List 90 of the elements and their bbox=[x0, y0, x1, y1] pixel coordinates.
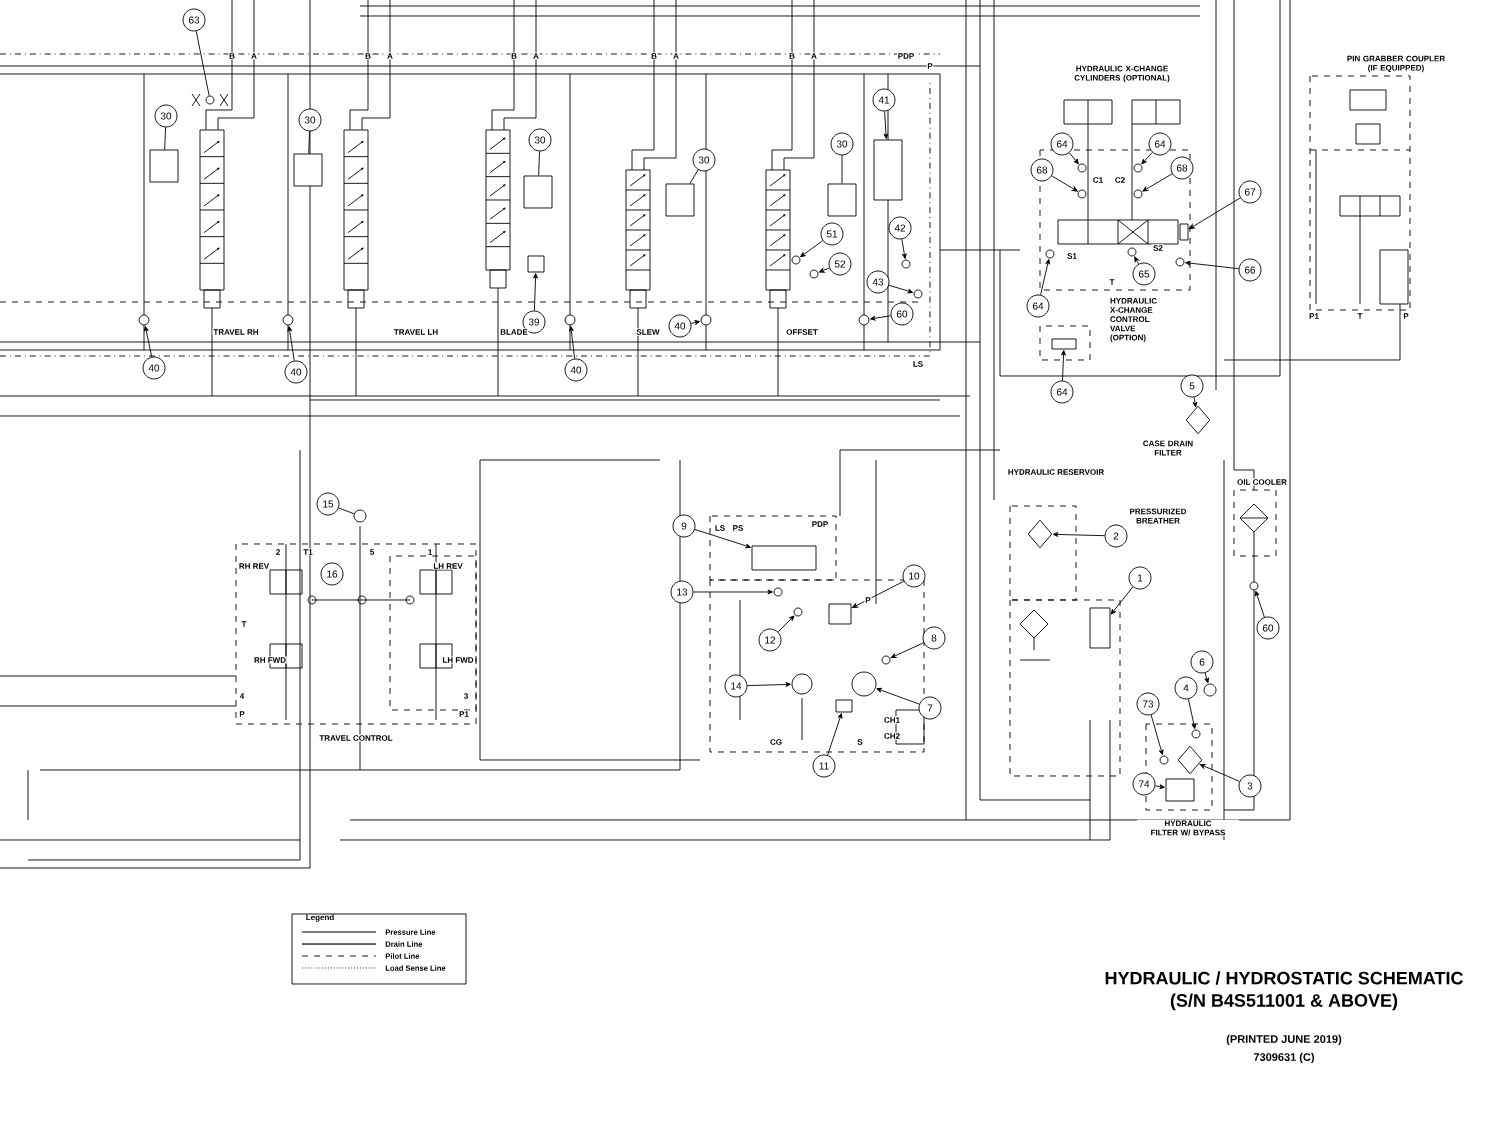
component-label: (S/N B4S511001 & ABOVE) bbox=[1169, 992, 1399, 1012]
port-symbol bbox=[913, 289, 923, 299]
leader-line bbox=[1192, 396, 1198, 408]
port-symbol bbox=[138, 314, 150, 326]
leader-line bbox=[1189, 197, 1241, 230]
leader-line bbox=[538, 151, 541, 176]
leader-line bbox=[883, 110, 889, 139]
leader-line bbox=[870, 315, 892, 321]
leader-line bbox=[890, 642, 925, 659]
leader-line bbox=[308, 131, 310, 154]
valve-symbol bbox=[665, 183, 695, 217]
leader-line bbox=[1110, 586, 1134, 615]
leader-line bbox=[1051, 175, 1078, 192]
port-symbol bbox=[1045, 249, 1055, 259]
leader-line bbox=[841, 155, 843, 184]
leader-line bbox=[143, 326, 153, 358]
port-symbol bbox=[858, 314, 870, 326]
leader-line bbox=[818, 267, 830, 273]
leader-line bbox=[1150, 714, 1164, 756]
valve-symbol bbox=[527, 255, 545, 273]
leader-line bbox=[693, 589, 773, 595]
leader-line bbox=[338, 507, 355, 515]
valve-symbol bbox=[1089, 607, 1111, 649]
port-symbol bbox=[1133, 163, 1143, 173]
valve-symbol bbox=[1051, 338, 1077, 350]
port-symbol bbox=[205, 95, 215, 105]
port-symbol bbox=[1203, 683, 1217, 697]
port-symbol bbox=[1175, 257, 1185, 267]
leader-line bbox=[1199, 763, 1240, 782]
valve-symbol bbox=[1179, 223, 1189, 241]
valve-symbol bbox=[827, 183, 857, 217]
port-symbol bbox=[1077, 189, 1087, 199]
leader-line bbox=[1141, 152, 1153, 165]
filter-symbol bbox=[1027, 519, 1053, 549]
leader-line bbox=[1052, 532, 1105, 537]
leader-line bbox=[1254, 590, 1265, 618]
valve-symbol bbox=[1165, 778, 1195, 802]
leader-line bbox=[901, 238, 907, 259]
valve-symbol bbox=[873, 139, 903, 201]
port-symbol bbox=[1159, 755, 1169, 765]
leader-line bbox=[1061, 350, 1066, 381]
port-symbol bbox=[1127, 247, 1137, 257]
leader-line bbox=[1040, 259, 1051, 296]
leader-line bbox=[1068, 152, 1079, 165]
port-symbol bbox=[773, 587, 783, 597]
valve-symbol bbox=[835, 699, 853, 713]
valve-symbol bbox=[293, 153, 323, 187]
leader-line bbox=[1185, 260, 1240, 270]
leader-line bbox=[164, 127, 166, 150]
leader-line bbox=[195, 30, 210, 97]
port-symbol bbox=[793, 607, 803, 617]
leader-line bbox=[568, 326, 576, 360]
valve-symbol bbox=[149, 149, 179, 183]
port-symbol bbox=[1133, 189, 1143, 199]
filter-symbol bbox=[1177, 745, 1203, 775]
leader-line bbox=[690, 320, 701, 325]
leader-line bbox=[852, 580, 905, 609]
leader-line bbox=[1188, 698, 1197, 729]
valve-symbol bbox=[828, 603, 852, 625]
port-symbol bbox=[1077, 163, 1087, 173]
leader-line bbox=[689, 169, 699, 184]
port-symbol bbox=[901, 259, 911, 269]
port-symbol bbox=[353, 509, 367, 523]
leader-line bbox=[694, 529, 751, 549]
leader-line bbox=[800, 240, 824, 258]
leader-line bbox=[1142, 173, 1173, 192]
port-symbol bbox=[282, 314, 294, 326]
leader-line bbox=[1204, 672, 1209, 684]
port-symbol bbox=[1249, 581, 1259, 591]
leader-line bbox=[888, 284, 914, 294]
leader-line bbox=[827, 713, 843, 756]
port-symbol bbox=[700, 314, 712, 326]
port-symbol bbox=[851, 671, 877, 697]
leader-line bbox=[533, 273, 538, 311]
port-symbol bbox=[791, 673, 813, 695]
valve-symbol bbox=[751, 545, 817, 571]
leader-line bbox=[777, 615, 795, 633]
port-symbol bbox=[1191, 729, 1201, 739]
port-symbol bbox=[791, 255, 801, 265]
leader-line bbox=[747, 682, 791, 687]
leader-line bbox=[1134, 256, 1139, 265]
filter-symbol bbox=[1185, 405, 1211, 435]
port-symbol bbox=[564, 314, 576, 326]
port-symbol bbox=[809, 269, 819, 279]
port-symbol bbox=[881, 655, 891, 665]
valve-symbol bbox=[523, 175, 553, 209]
leader-line bbox=[287, 326, 295, 362]
leader-line bbox=[1154, 784, 1165, 790]
leader-line bbox=[876, 687, 920, 705]
title: HYDRAULIC / HYDROSTATIC SCHEMATIC bbox=[1105, 971, 1463, 985]
